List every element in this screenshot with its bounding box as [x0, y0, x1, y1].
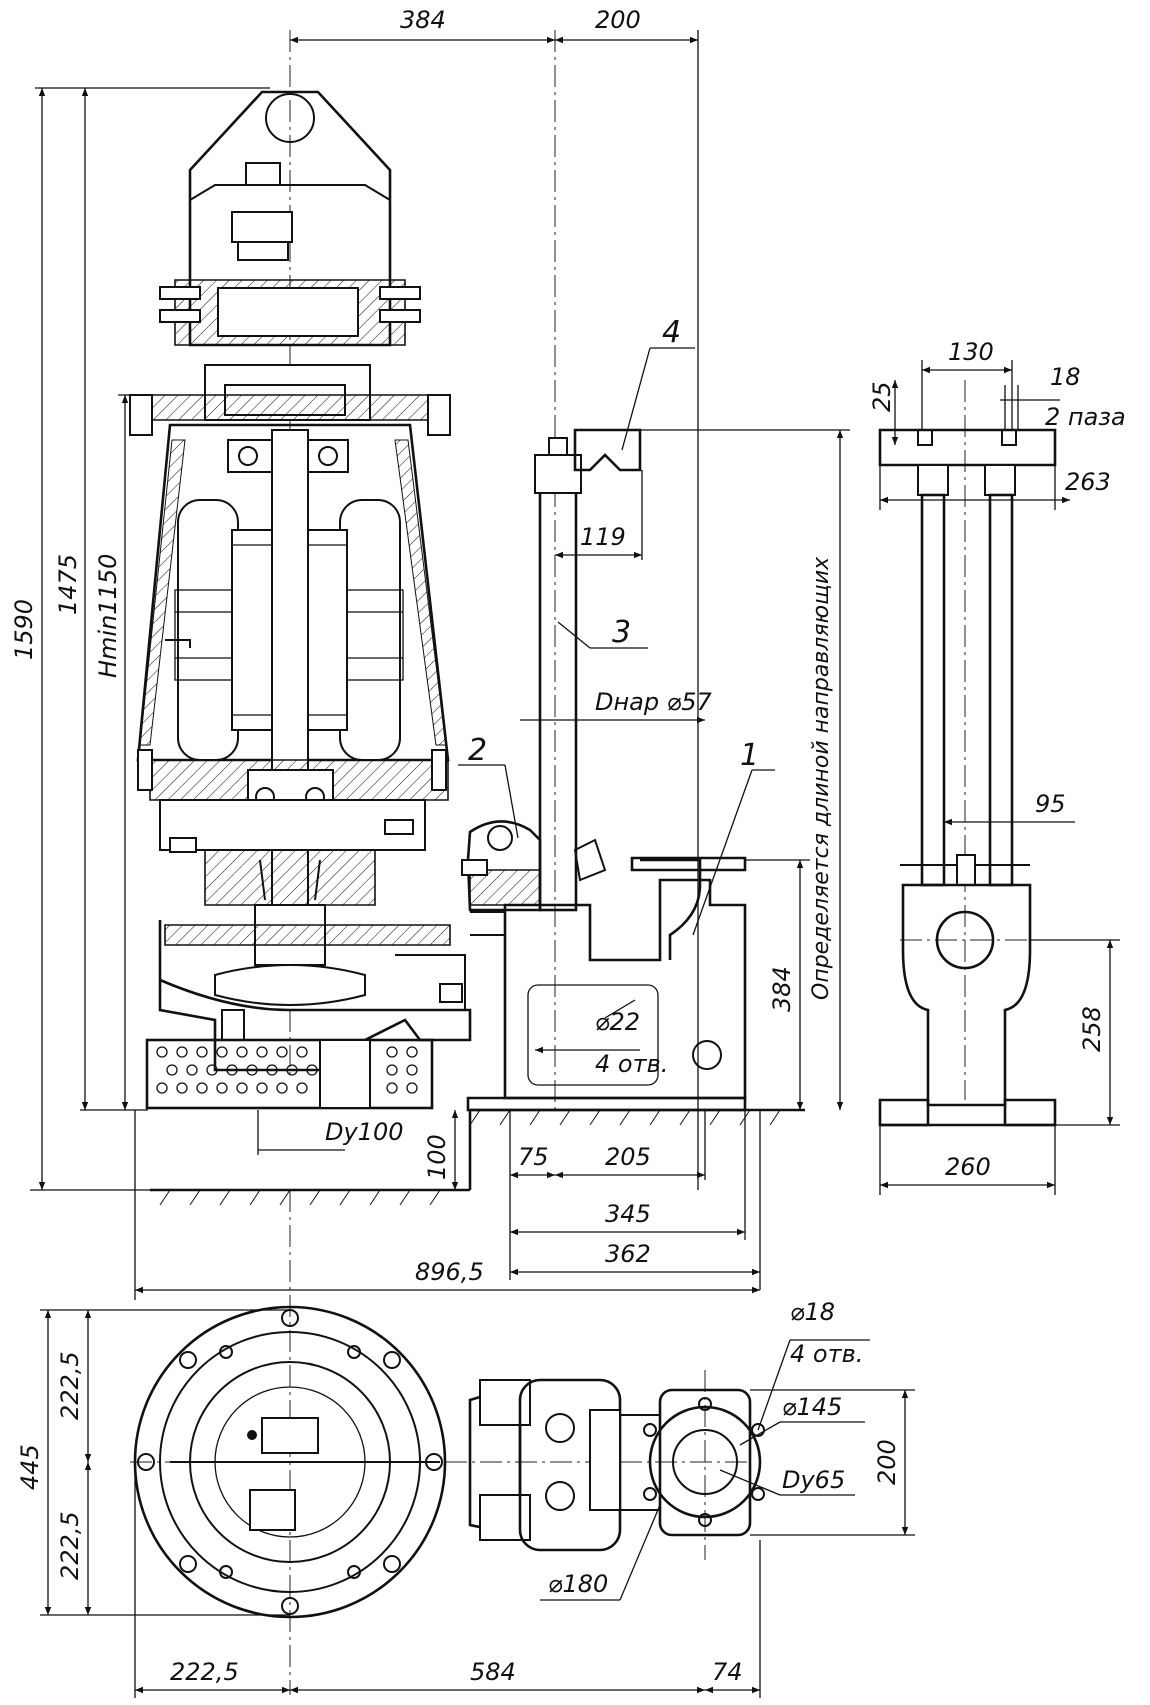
ground-hatch-right — [469, 1109, 781, 1126]
dim-260: 260 — [945, 1153, 991, 1181]
dim-95: 95 — [1035, 790, 1066, 818]
note-guide-length: Определяется длиной направляющих — [809, 556, 834, 1000]
dim-222-5-bottom: 222,5 — [170, 1658, 239, 1686]
dim-phi180: ⌀180 — [548, 1570, 608, 1598]
dim-345: 345 — [605, 1200, 651, 1228]
guide-bracket — [573, 428, 642, 472]
ground-hatch-left — [159, 1189, 441, 1206]
plan-outlet-flange — [658, 1388, 752, 1537]
dim-top-384: 384 — [400, 6, 446, 34]
dim-222-5-upper: 222,5 — [56, 1351, 84, 1420]
dim-263: 263 — [1065, 468, 1111, 496]
callout-1: 1 — [740, 738, 759, 773]
note-4-holes: 4 отв. — [595, 1050, 668, 1078]
dim-896-5: 896,5 — [415, 1258, 484, 1286]
dimension-labels: 384 200 1590 1475 Hmin1150 119 Dнар ⌀57 … — [10, 6, 1126, 1686]
side-view — [878, 428, 1057, 1127]
dim-dy100: Dy100 — [325, 1118, 404, 1146]
strainer-basket — [145, 1038, 434, 1110]
plan-view — [133, 1305, 765, 1619]
dim-445: 445 — [16, 1444, 44, 1490]
dimension-lines — [30, 30, 1120, 1698]
dim-phi145: ⌀145 — [782, 1393, 842, 1421]
discharge-assembly — [150, 428, 805, 1206]
dim-100: 100 — [423, 1134, 451, 1180]
dim-205: 205 — [605, 1143, 651, 1171]
dim-plan-200: 200 — [873, 1439, 901, 1485]
dim-phi18: ⌀18 — [790, 1298, 835, 1326]
dim-1475: 1475 — [54, 554, 82, 615]
strainer-holes — [156, 1046, 418, 1094]
dim-119: 119 — [580, 523, 626, 551]
dim-dnar: Dнар ⌀57 — [595, 688, 712, 716]
callout-3: 3 — [612, 615, 631, 650]
note-2-slots: 2 паза — [1045, 403, 1126, 431]
dim-362: 362 — [605, 1240, 651, 1268]
dim-25: 25 — [868, 381, 896, 412]
dim-130: 130 — [948, 338, 994, 366]
coupling-claw — [466, 820, 542, 912]
plan-motor-flange — [133, 1305, 447, 1619]
dim-phi22: ⌀22 — [595, 1008, 640, 1036]
guide-pipe — [538, 463, 578, 912]
dim-75: 75 — [518, 1143, 549, 1171]
outlet-elbow — [640, 858, 702, 960]
pump-motor-section — [129, 90, 472, 1110]
side-pedestal — [901, 883, 1032, 1107]
side-guide-rail-right — [988, 493, 1014, 887]
callout-2: 2 — [468, 733, 487, 768]
dim-258: 258 — [1078, 1006, 1106, 1052]
side-bracket-top — [878, 428, 1057, 467]
dim-dy65: Dy65 — [782, 1466, 845, 1494]
callout-4: 4 — [662, 315, 681, 350]
dim-top-200: 200 — [595, 6, 641, 34]
top-bolts — [159, 286, 421, 323]
dim-74: 74 — [712, 1658, 743, 1686]
dim-hmin: Hmin1150 — [94, 554, 122, 678]
dim-584: 584 — [470, 1658, 516, 1686]
dim-222-5-lower: 222,5 — [56, 1511, 84, 1580]
dim-1590: 1590 — [10, 599, 38, 660]
side-guide-rail-left — [920, 493, 946, 887]
dim-18-slot: 18 — [1050, 363, 1081, 391]
note-plan-4-holes: 4 отв. — [790, 1340, 863, 1368]
dim-384-right: 384 — [768, 966, 796, 1012]
